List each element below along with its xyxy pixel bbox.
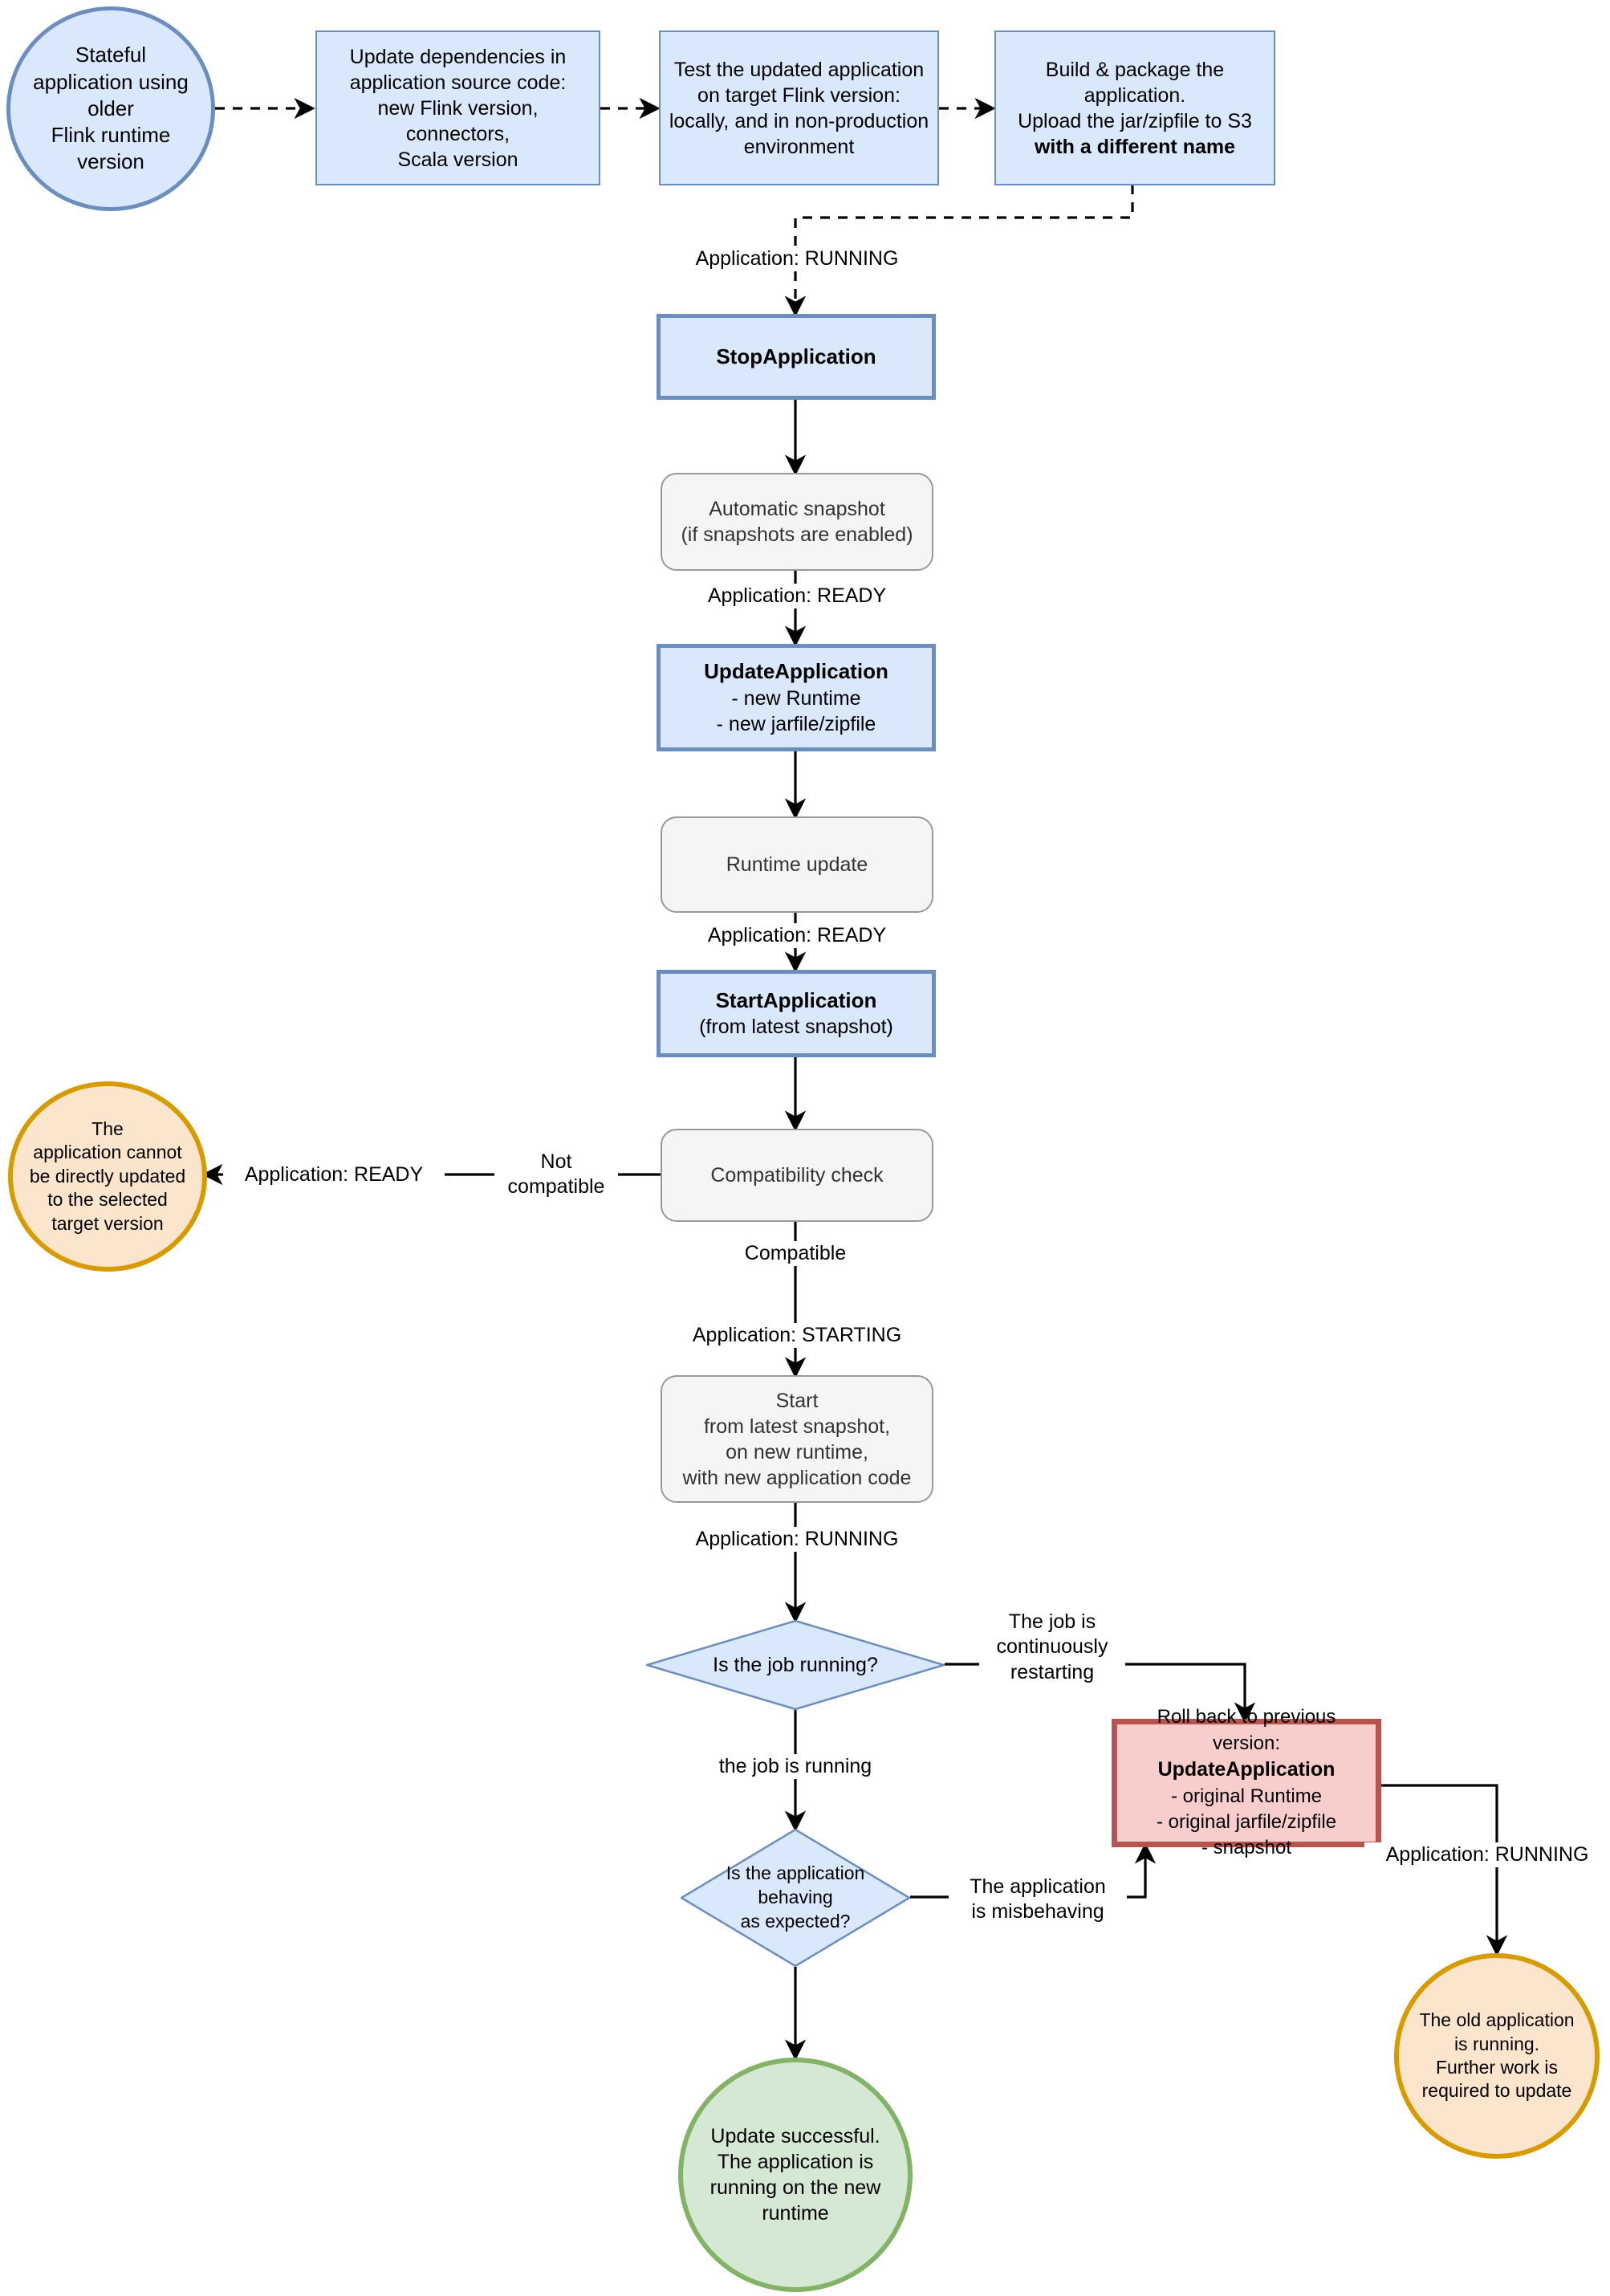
rollback-title: Roll back to previous version: <box>1157 1706 1336 1754</box>
node-rollback-previous-version[interactable]: Roll back to previous version: UpdateApp… <box>1112 1706 1381 1858</box>
rollback-line-1: - original Runtime <box>1170 1785 1323 1807</box>
node-automatic-snapshot-label: Automatic snapshot (if snapshots are ena… <box>681 498 913 546</box>
start-application-title: StartApplication <box>715 987 877 1012</box>
update-application-line-1: - new Runtime <box>731 686 861 710</box>
edge-label-rollback-running: Application: RUNNING <box>1364 1842 1610 1868</box>
build-package-line-1: Build & package the <box>1045 58 1225 81</box>
edge-label-the-job-is-running: the job is running <box>686 1754 905 1780</box>
node-rollback-text: Roll back to previous version: UpdateApp… <box>1117 1704 1376 1862</box>
node-is-app-behaving-label: Is the application behaving as expected? <box>726 1862 865 1932</box>
node-start-from-snapshot-label: Start from latest snapshot, on new runti… <box>682 1389 912 1489</box>
edge-label-continuously-restarting: The job is continuously restarting <box>979 1610 1125 1685</box>
node-compatibility-check-label: Compatibility check <box>710 1164 884 1187</box>
node-cannot-update-outcome-label: The application cannot be directly updat… <box>29 1117 186 1234</box>
node-update-application-text: UpdateApplication - new Runtime - new ja… <box>661 658 932 736</box>
start-application-subtitle: (from latest snapshot) <box>699 1016 893 1039</box>
node-stateful-application-start-label: Stateful application using older Flink r… <box>33 43 189 174</box>
build-package-line-3: Upload the jar/zipfile to S3 <box>1018 109 1252 132</box>
edge-label-application-ready-not-compatible: Application: READY <box>223 1162 445 1188</box>
node-build-package-upload[interactable]: Build & package the application. Upload … <box>994 31 1275 185</box>
node-cannot-update-outcome[interactable]: The application cannot be directly updat… <box>8 1081 207 1272</box>
edge-label-application-starting: Application: STARTING <box>663 1323 931 1349</box>
update-application-line-2: - new jarfile/zipfile <box>716 712 876 735</box>
node-update-successful-outcome[interactable]: Update successful. The application is ru… <box>678 2058 913 2292</box>
rollback-line-3: - snapshot <box>1201 1837 1292 1859</box>
node-is-app-behaving-decision[interactable]: Is the application behaving as expected? <box>681 1829 910 1967</box>
node-stop-application[interactable]: StopApplication <box>657 314 936 400</box>
edge-label-application-misbehaving: The application is misbehaving <box>949 1875 1127 1925</box>
node-start-from-snapshot[interactable]: Start from latest snapshot, on new runti… <box>661 1375 933 1503</box>
node-old-application-outcome[interactable]: The old application is running. Further … <box>1394 1953 1600 2159</box>
edge-label-compatible: Compatible <box>687 1241 904 1267</box>
node-update-application[interactable]: UpdateApplication - new Runtime - new ja… <box>657 644 936 751</box>
node-stop-application-label: StopApplication <box>716 344 876 368</box>
node-update-dependencies-label: Update dependencies in application sourc… <box>349 45 567 171</box>
node-stateful-application-start[interactable]: Stateful application using older Flink r… <box>6 6 215 211</box>
node-build-package-upload-text: Build & package the application. Upload … <box>996 57 1274 160</box>
node-update-successful-outcome-label: Update successful. The application is ru… <box>709 2125 881 2225</box>
rollback-line-2: - original jarfile/zipfile <box>1156 1811 1337 1834</box>
build-package-line-2: application. <box>1083 83 1186 107</box>
node-is-job-running-decision[interactable]: Is the job running? <box>646 1620 945 1710</box>
edge-label-running-to-stop: Application: RUNNING <box>657 246 937 272</box>
node-old-application-outcome-label: The old application is running. Further … <box>1419 2009 1575 2102</box>
node-start-application[interactable]: StartApplication (from latest snapshot) <box>657 970 936 1057</box>
edge-label-running-to-job-diamond: Application: RUNNING <box>657 1527 937 1553</box>
rollback-action: UpdateApplication <box>1157 1757 1336 1781</box>
edge-label-not-compatible: Not compatible <box>494 1150 618 1200</box>
node-runtime-update[interactable]: Runtime update <box>661 816 933 913</box>
edge-label-snapshot-to-update: Application: READY <box>657 584 937 609</box>
node-test-updated-application-label: Test the updated application on target F… <box>669 58 929 158</box>
node-is-job-running-label: Is the job running? <box>713 1653 878 1676</box>
node-compatibility-check[interactable]: Compatibility check <box>661 1129 933 1222</box>
node-runtime-update-label: Runtime update <box>726 853 868 876</box>
node-automatic-snapshot[interactable]: Automatic snapshot (if snapshots are ena… <box>661 473 933 571</box>
update-application-title: UpdateApplication <box>704 659 888 684</box>
is-job-running-diamond-shape <box>646 1620 945 1710</box>
node-start-application-text: StartApplication (from latest snapshot) <box>661 987 932 1040</box>
edge-label-runtime-to-start: Application: READY <box>657 923 937 949</box>
build-package-line-4-emphasis: with a different name <box>1034 135 1236 158</box>
is-app-behaving-diamond-shape <box>681 1829 910 1967</box>
node-test-updated-application[interactable]: Test the updated application on target F… <box>659 31 939 185</box>
node-update-dependencies[interactable]: Update dependencies in application sourc… <box>315 31 600 185</box>
